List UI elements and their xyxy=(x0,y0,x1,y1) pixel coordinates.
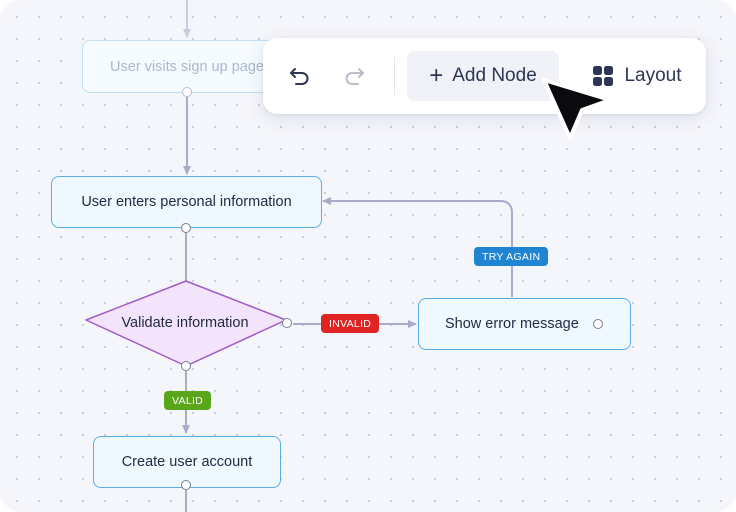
node-personal-info-label: User enters personal information xyxy=(81,194,292,210)
add-node-button[interactable]: + Add Node xyxy=(407,51,559,101)
layout-label: Layout xyxy=(624,65,682,86)
node-create-account-label: Create user account xyxy=(121,454,253,470)
pointer-arrow-icon xyxy=(542,78,612,140)
undo-button[interactable] xyxy=(285,62,315,90)
canvas-toolbar: + Add Node Layout xyxy=(263,38,706,114)
undo-arrow-icon xyxy=(290,68,309,85)
grid-blocks-icon xyxy=(593,66,614,86)
node-show-error-label: Show error message xyxy=(445,316,579,332)
layout-button[interactable]: Layout xyxy=(579,51,695,101)
redo-button[interactable] xyxy=(339,62,369,90)
node-personal-handle[interactable] xyxy=(181,223,191,233)
edge-error-to-personal xyxy=(322,197,513,297)
node-error-handle[interactable] xyxy=(593,319,603,329)
node-validate-handle-right[interactable] xyxy=(282,318,292,328)
node-validate-handle-bottom[interactable] xyxy=(181,361,191,371)
node-visit-signup[interactable]: User visits sign up page xyxy=(82,40,292,93)
node-validate-label: Validate information xyxy=(121,315,249,331)
edge-label-invalid: INVALID xyxy=(321,314,380,333)
plus-icon: + xyxy=(429,62,444,89)
edge-label-valid: VALID xyxy=(164,391,212,410)
node-visit-handle[interactable] xyxy=(182,87,192,97)
node-create-handle[interactable] xyxy=(181,480,191,490)
toolbar-divider xyxy=(394,57,395,95)
node-create-account[interactable]: Create user account xyxy=(93,436,281,488)
add-node-label: Add Node xyxy=(452,65,537,86)
node-visit-signup-label: User visits sign up page xyxy=(110,58,264,75)
edge-label-try-again: TRY AGAIN xyxy=(474,247,549,266)
redo-arrow-icon xyxy=(345,68,364,85)
node-personal-info[interactable]: User enters personal information xyxy=(51,176,322,228)
